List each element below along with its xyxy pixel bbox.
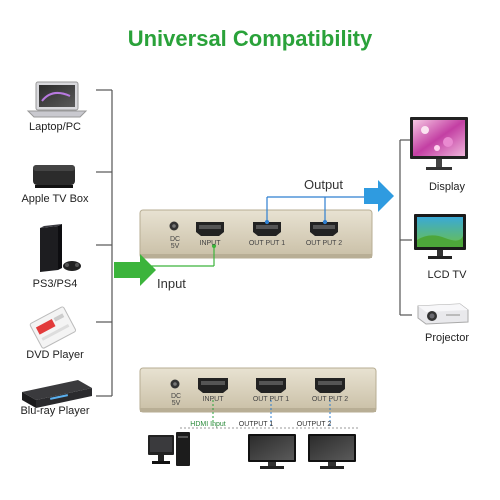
source-bracket — [96, 89, 113, 397]
destination-label-lcd-tv: LCD TV — [427, 269, 467, 281]
input-label: Input — [157, 276, 186, 291]
destination-bracket — [399, 139, 412, 316]
apple-tv-box-icon — [33, 165, 75, 188]
projector-icon — [417, 303, 469, 325]
output-connector-line — [264, 196, 368, 225]
hdmi-output1-port-icon — [256, 378, 286, 393]
dvd-player-icon — [29, 306, 77, 349]
output-arrow — [364, 180, 394, 212]
game-console-icon — [40, 224, 81, 272]
splitter-top-output2-port-label: OUT PUT 2 — [305, 240, 343, 247]
output-label: Output — [304, 177, 344, 192]
splitter-bottom-output2-port-label: OUT PUT 2 — [311, 396, 349, 403]
source-label-bluray: Blu-ray Player — [20, 405, 90, 417]
desktop-pc-icon — [148, 432, 190, 466]
page-title: Universal Compatibility — [127, 26, 373, 51]
input-arrow — [114, 254, 156, 286]
splitter-top — [139, 209, 373, 259]
hdmi-output2-port-icon — [310, 222, 338, 236]
bottom-connector-lines — [180, 400, 360, 429]
output1-label: OUTPUT 1 — [238, 421, 274, 428]
hdmi-input-port-icon — [198, 378, 228, 393]
input-connector-line — [150, 243, 217, 267]
destination-label-projector: Projector — [424, 332, 470, 344]
display-icon — [410, 117, 468, 170]
hdmi-input-port-icon — [196, 222, 224, 236]
monitor-output1-icon — [248, 434, 296, 469]
output2-label: OUTPUT 2 — [296, 421, 332, 428]
source-label-console: PS3/PS4 — [32, 278, 78, 290]
lcd-tv-icon — [414, 214, 466, 259]
splitter-bottom-power-label: DC 5V — [170, 393, 182, 407]
monitor-output2-icon — [308, 434, 356, 469]
destination-label-display: Display — [428, 181, 466, 193]
source-label-apple-tv: Apple TV Box — [21, 193, 89, 205]
splitter-top-output1-port-label: OUT PUT 1 — [248, 240, 286, 247]
splitter-top-input-port-label: INPUT — [199, 240, 221, 247]
hdmi-output2-port-icon — [315, 378, 345, 393]
hdmi-output1-port-icon — [253, 222, 281, 236]
source-label-laptop: Laptop/PC — [29, 121, 81, 133]
splitter-bottom-output1-port-label: OUT PUT 1 — [252, 396, 290, 403]
hdmi-input-label: HDMI Input — [190, 421, 226, 428]
splitter-bottom — [139, 367, 377, 413]
splitter-bottom-input-port-label: INPUT — [202, 396, 224, 403]
source-label-dvd: DVD Player — [26, 349, 84, 361]
bluray-player-icon — [22, 380, 92, 408]
laptop-icon — [26, 81, 88, 118]
splitter-top-power-label: DC 5V — [169, 236, 181, 250]
